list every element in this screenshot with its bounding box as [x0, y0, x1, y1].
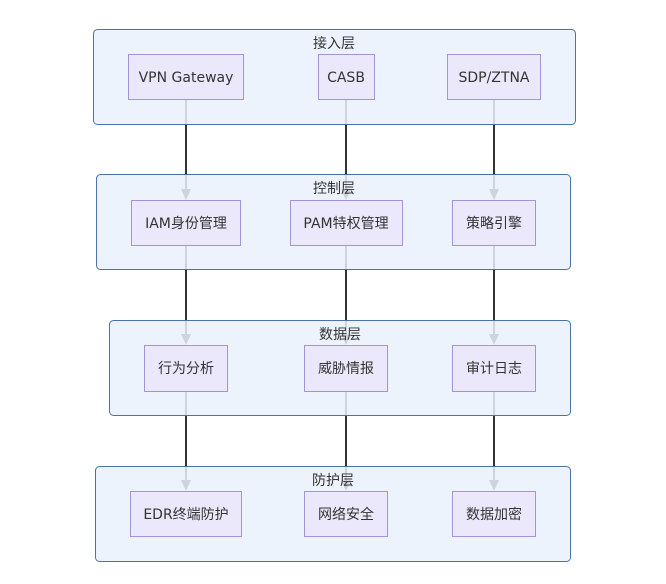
node-data-encryption[interactable]: 数据加密	[452, 491, 536, 537]
node-audit-log-label: 审计日志	[466, 361, 522, 377]
layer-control-title: 控制层	[313, 181, 355, 197]
node-edr-label: EDR终端防护	[143, 507, 228, 523]
node-sdp-ztna-label: SDP/ZTNA	[458, 70, 529, 86]
layer-data-title: 数据层	[319, 327, 361, 343]
node-threat-intel-label: 威胁情报	[318, 361, 374, 377]
node-casb-label: CASB	[327, 70, 365, 86]
node-iam[interactable]: IAM身份管理	[131, 200, 241, 246]
node-casb[interactable]: CASB	[318, 54, 375, 100]
edges	[181, 100, 499, 491]
layer-protection-title: 防护层	[312, 473, 354, 489]
layer-access-title: 接入层	[313, 35, 355, 52]
node-policy-engine[interactable]: 策略引擎	[452, 200, 536, 246]
node-behavior-analysis-label: 行为分析	[158, 361, 214, 377]
node-vpn-gateway-label: VPN Gateway	[139, 70, 234, 86]
node-edr[interactable]: EDR终端防护	[130, 491, 242, 537]
node-data-encryption-label: 数据加密	[466, 506, 522, 523]
node-audit-log[interactable]: 审计日志	[452, 345, 536, 392]
node-pam-label: PAM特权管理	[303, 216, 388, 232]
node-vpn-gateway[interactable]: VPN Gateway	[128, 54, 244, 100]
node-behavior-analysis[interactable]: 行为分析	[144, 345, 228, 392]
node-network-security-label: 网络安全	[318, 506, 374, 523]
node-policy-engine-label: 策略引擎	[466, 215, 522, 232]
node-iam-label: IAM身份管理	[145, 216, 227, 232]
node-sdp-ztna[interactable]: SDP/ZTNA	[447, 54, 541, 100]
node-network-security[interactable]: 网络安全	[304, 491, 388, 537]
node-pam[interactable]: PAM特权管理	[290, 200, 403, 246]
node-threat-intel[interactable]: 威胁情报	[304, 345, 388, 392]
